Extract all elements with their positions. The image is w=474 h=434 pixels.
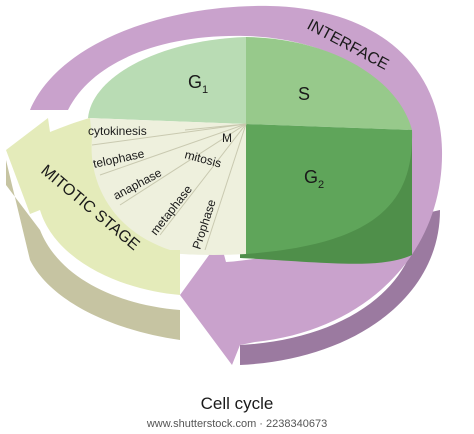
- m-label: M: [222, 131, 232, 145]
- step-cytokinesis: cytokinesis: [88, 124, 147, 138]
- sector-m: [88, 118, 246, 255]
- mitotic-divider-lines: [91, 123, 247, 251]
- mitotic-arrow-side: [6, 160, 180, 340]
- sector-s: [246, 37, 412, 130]
- caption: Cell cycle: [200, 394, 274, 413]
- s-label: S: [298, 84, 310, 104]
- g2-label: G2: [304, 167, 324, 191]
- mitotic-arrow: [6, 118, 180, 295]
- watermark: www.shutterstock.com · 2238340673: [146, 418, 328, 430]
- g1-label: G1: [188, 72, 208, 96]
- sector-g1: [88, 37, 246, 124]
- sector-g2: [246, 124, 413, 254]
- interface-ring: [30, 5, 443, 365]
